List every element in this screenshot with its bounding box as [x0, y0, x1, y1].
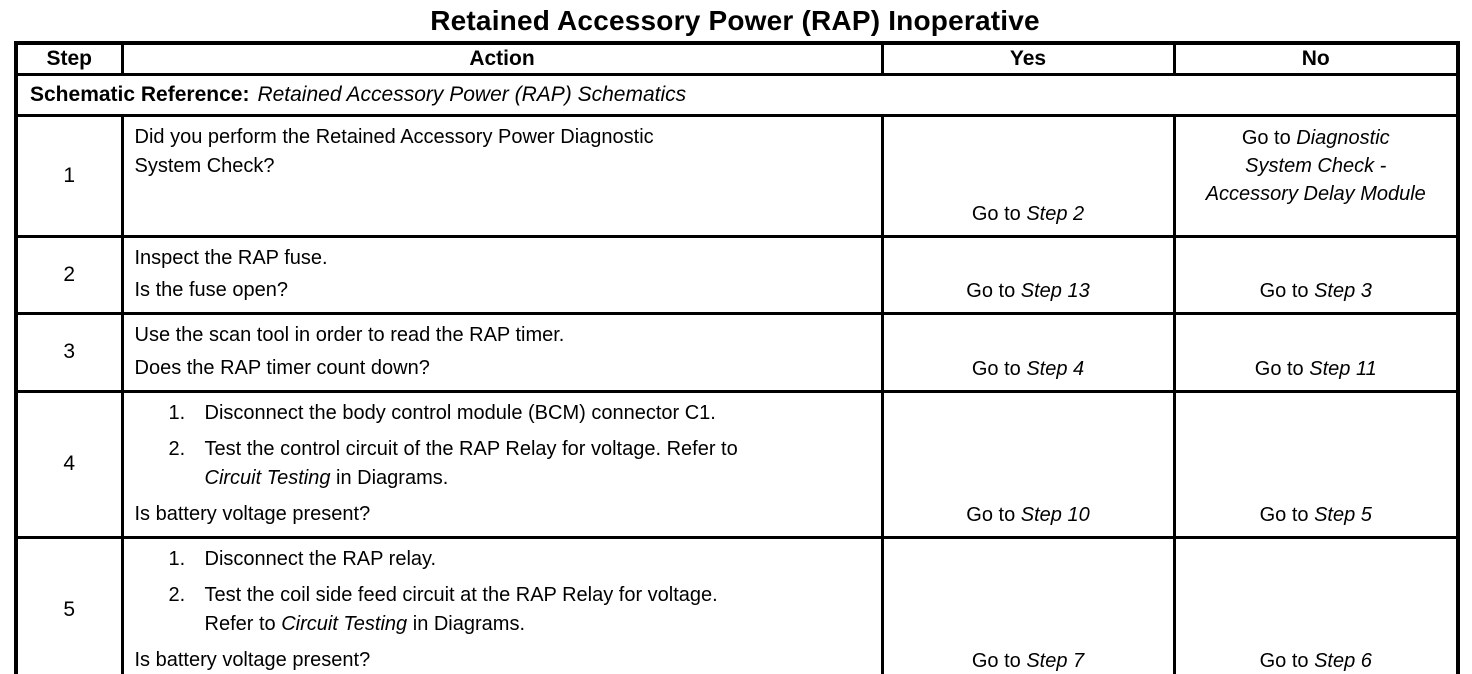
page-title: Retained Accessory Power (RAP) Inoperati…	[430, 5, 1040, 36]
text-line: Disconnect the RAP relay.	[204, 547, 437, 570]
yes-cell: Go to Step 4	[880, 311, 1176, 393]
action-question: Is battery voltage present?	[135, 646, 873, 674]
no-cell: Go to Step 3	[1172, 234, 1460, 315]
list-item-number: 2.	[168, 583, 186, 606]
text-line: Circuit Testing in Diagrams.	[204, 466, 449, 489]
schematic-reference-label: Schematic Reference:	[30, 82, 250, 106]
action-cell: 1. Disconnect the body control module (BC…	[120, 389, 884, 539]
text-line: Test the coil side feed circuit at the R…	[204, 583, 718, 606]
step-number: 4	[14, 389, 124, 539]
text-line: Go to Step 11	[1254, 357, 1377, 380]
text-line: Is the fuse open?	[134, 278, 288, 301]
list-item-text: Disconnect the RAP relay.	[205, 545, 437, 574]
text-line: Go to Step 10	[966, 503, 1090, 526]
goto-text: Go to Step 10	[890, 501, 1167, 529]
no-cell: Go to Step 5	[1172, 389, 1460, 539]
list-item-number: 1.	[168, 401, 186, 424]
list-item-number: 2.	[168, 437, 186, 460]
step-number: 5	[14, 535, 124, 674]
text-line: Does the RAP timer count down?	[134, 356, 430, 379]
goto-text: Go to Step 3	[1182, 277, 1451, 305]
goto-text: Go to Step 13	[890, 277, 1167, 305]
text-line: System Check?	[134, 154, 275, 177]
goto-text: Go to Step 2	[890, 200, 1167, 228]
action-cell: Inspect the RAP fuse. Is the fuse open?	[120, 234, 884, 315]
header-row: Step Action Yes No	[14, 41, 1460, 76]
text-line: Test the control circuit of the RAP Rela…	[204, 437, 738, 460]
text-line: Go to Step 6	[1259, 649, 1372, 672]
document-page: Retained Accessory Power (RAP) Inoperati…	[0, 5, 1472, 674]
text-line: Go to Step 13	[966, 279, 1090, 302]
text-line: Use the scan tool in order to read the R…	[134, 323, 565, 346]
table-row: 5 1. Disconnect the RAP relay. 2. Test the c…	[14, 535, 1460, 674]
col-header-step: Step	[14, 41, 124, 76]
text-line: Is battery voltage present?	[134, 502, 371, 525]
action-text: Did you perform the Retained Accessory P…	[135, 123, 873, 181]
yes-cell: Go to Step 2	[880, 113, 1176, 238]
action-question: Is the fuse open?	[135, 276, 873, 305]
col-header-no: No	[1172, 41, 1460, 76]
action-list-item: 2. Test the control circuit of the RAP Re…	[135, 435, 873, 493]
text-line: Go to Diagnostic	[1241, 126, 1390, 149]
step-number: 3	[14, 311, 124, 393]
text-line: Go to Step 7	[971, 649, 1085, 672]
step-number: 1	[14, 113, 124, 238]
list-item-number: 1.	[168, 547, 186, 570]
schematic-reference-row: Schematic Reference: Retained Accessory P…	[14, 72, 1460, 117]
no-cell: Go to Step 6	[1172, 535, 1460, 674]
table-body: Schematic Reference: Retained Accessory P…	[14, 72, 1460, 674]
action-question: Does the RAP timer count down?	[135, 354, 873, 383]
action-text: Use the scan tool in order to read the R…	[135, 321, 873, 350]
text-line: Did you perform the Retained Accessory P…	[134, 125, 654, 148]
action-cell: Did you perform the Retained Accessory P…	[120, 113, 884, 238]
table-row: 4 1. Disconnect the body control module (B…	[14, 389, 1460, 539]
step-number: 2	[14, 234, 124, 315]
list-item-text: Test the coil side feed circuit at the R…	[205, 581, 718, 639]
table-row: 3 Use the scan tool in order to read the …	[14, 311, 1460, 393]
action-cell: Use the scan tool in order to read the R…	[120, 311, 884, 393]
goto-text: Go to Step 4	[890, 355, 1167, 383]
yes-cell: Go to Step 10	[880, 389, 1176, 539]
schematic-reference-cell: Schematic Reference: Retained Accessory P…	[14, 72, 1460, 117]
action-list-item: 1. Disconnect the body control module (BC…	[135, 399, 873, 428]
text-line: Inspect the RAP fuse.	[134, 246, 328, 269]
action-list-item: 1. Disconnect the RAP relay.	[135, 545, 873, 574]
text-line: Go to Step 3	[1259, 279, 1372, 302]
action-text: Inspect the RAP fuse.	[135, 244, 873, 273]
col-header-yes: Yes	[880, 41, 1176, 76]
table-row: 1 Did you perform the Retained Accessory …	[14, 113, 1460, 238]
goto-text: Go to Step 5	[1182, 501, 1451, 529]
yes-cell: Go to Step 13	[880, 234, 1176, 315]
action-list-item: 2. Test the coil side feed circuit at the…	[135, 581, 873, 639]
list-item-text: Test the control circuit of the RAP Rela…	[205, 435, 738, 493]
goto-text: Go to Step 7	[890, 647, 1167, 674]
text-line: System Check -	[1245, 154, 1387, 177]
goto-text: Go to Step 6	[1182, 647, 1451, 674]
text-line: Disconnect the body control module (BCM)…	[204, 401, 716, 424]
action-cell: 1. Disconnect the RAP relay. 2. Test the co…	[120, 535, 884, 674]
text-line: Refer to Circuit Testing in Diagrams.	[204, 612, 526, 635]
list-item-text: Disconnect the body control module (BCM)…	[205, 399, 716, 428]
yes-cell: Go to Step 7	[880, 535, 1176, 674]
text-line: Go to Step 4	[971, 357, 1085, 380]
text-line: Accessory Delay Module	[1205, 182, 1426, 205]
goto-text: Go to Step 11	[1182, 355, 1451, 383]
table-row: 2 Inspect the RAP fuse. Is the fuse open? G…	[14, 234, 1460, 315]
schematic-reference-value: Retained Accessory Power (RAP) Schematic…	[257, 82, 687, 106]
no-cell: Go to Step 11	[1172, 311, 1460, 393]
col-header-action: Action	[120, 41, 884, 76]
text-line: Go to Step 5	[1259, 503, 1372, 526]
text-line: Is battery voltage present?	[134, 648, 371, 671]
diagnostic-table: Step Action Yes No Schematic Reference: R…	[14, 41, 1460, 674]
text-line: Go to Step 2	[971, 202, 1085, 225]
action-question: Is battery voltage present?	[135, 500, 873, 529]
